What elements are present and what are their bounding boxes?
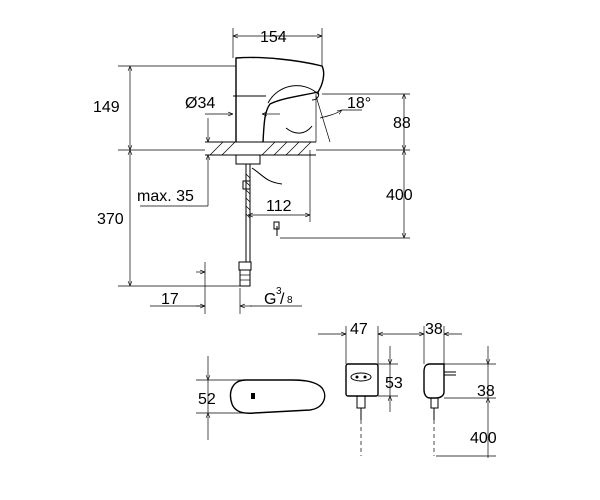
label-psu2-cable: 400	[470, 430, 497, 447]
power-supply-front-view: 47 53	[318, 321, 403, 456]
label-psu2-width: 38	[425, 321, 443, 338]
side-view-labels: 154 149 Ø34 18° 88 max. 35 370 112 400 1…	[93, 29, 413, 308]
label-cable-length: 400	[386, 187, 413, 204]
psu1-strain-relief	[356, 395, 366, 409]
sensor-window	[251, 393, 255, 399]
psu1-socket	[350, 372, 372, 382]
clamp	[242, 180, 251, 190]
psu1-body	[345, 363, 379, 397]
label-reach: 112	[266, 198, 292, 215]
label-thread-num: 3	[276, 286, 282, 297]
mounting-nut	[235, 154, 261, 165]
label-angle: 18°	[347, 95, 371, 112]
label-psu1-width: 47	[350, 321, 368, 338]
power-supply-side-view: 38 38 400	[396, 321, 497, 458]
hose-thread-end	[239, 269, 251, 287]
side-view-dimensions	[118, 28, 410, 314]
label-psu1-height: 53	[385, 375, 403, 392]
label-thread: G	[264, 291, 276, 308]
faucet-body	[235, 56, 325, 143]
sensor-arc	[285, 125, 313, 134]
sensor-cable	[251, 167, 283, 185]
label-base-width: 52	[198, 391, 216, 408]
psu2-body	[423, 363, 445, 399]
flow-angle-line	[315, 95, 331, 143]
faucet-outlet	[311, 91, 320, 101]
label-thread-den: 8	[287, 295, 293, 306]
label-psu2-height: 38	[477, 383, 495, 400]
label-thread-slash: /	[280, 291, 285, 308]
label-height-outlet: 88	[393, 115, 411, 132]
hose-fitting	[238, 261, 252, 271]
label-height-top: 149	[93, 99, 120, 116]
label-diameter: Ø34	[185, 95, 215, 112]
base-outline	[229, 379, 326, 414]
countertop-hatch	[209, 141, 312, 156]
angle-arc	[319, 110, 342, 119]
spout-swing-arc	[267, 85, 319, 104]
label-width-top: 154	[260, 29, 287, 46]
cable-plug-head	[273, 221, 280, 230]
faucet-side-view	[205, 56, 362, 287]
label-offset: 17	[161, 291, 179, 308]
psu2-strain-relief	[430, 397, 439, 409]
faucet-top-view: 52	[196, 356, 326, 440]
label-height-below: 370	[97, 211, 124, 228]
label-max-thickness: max. 35	[137, 188, 194, 205]
